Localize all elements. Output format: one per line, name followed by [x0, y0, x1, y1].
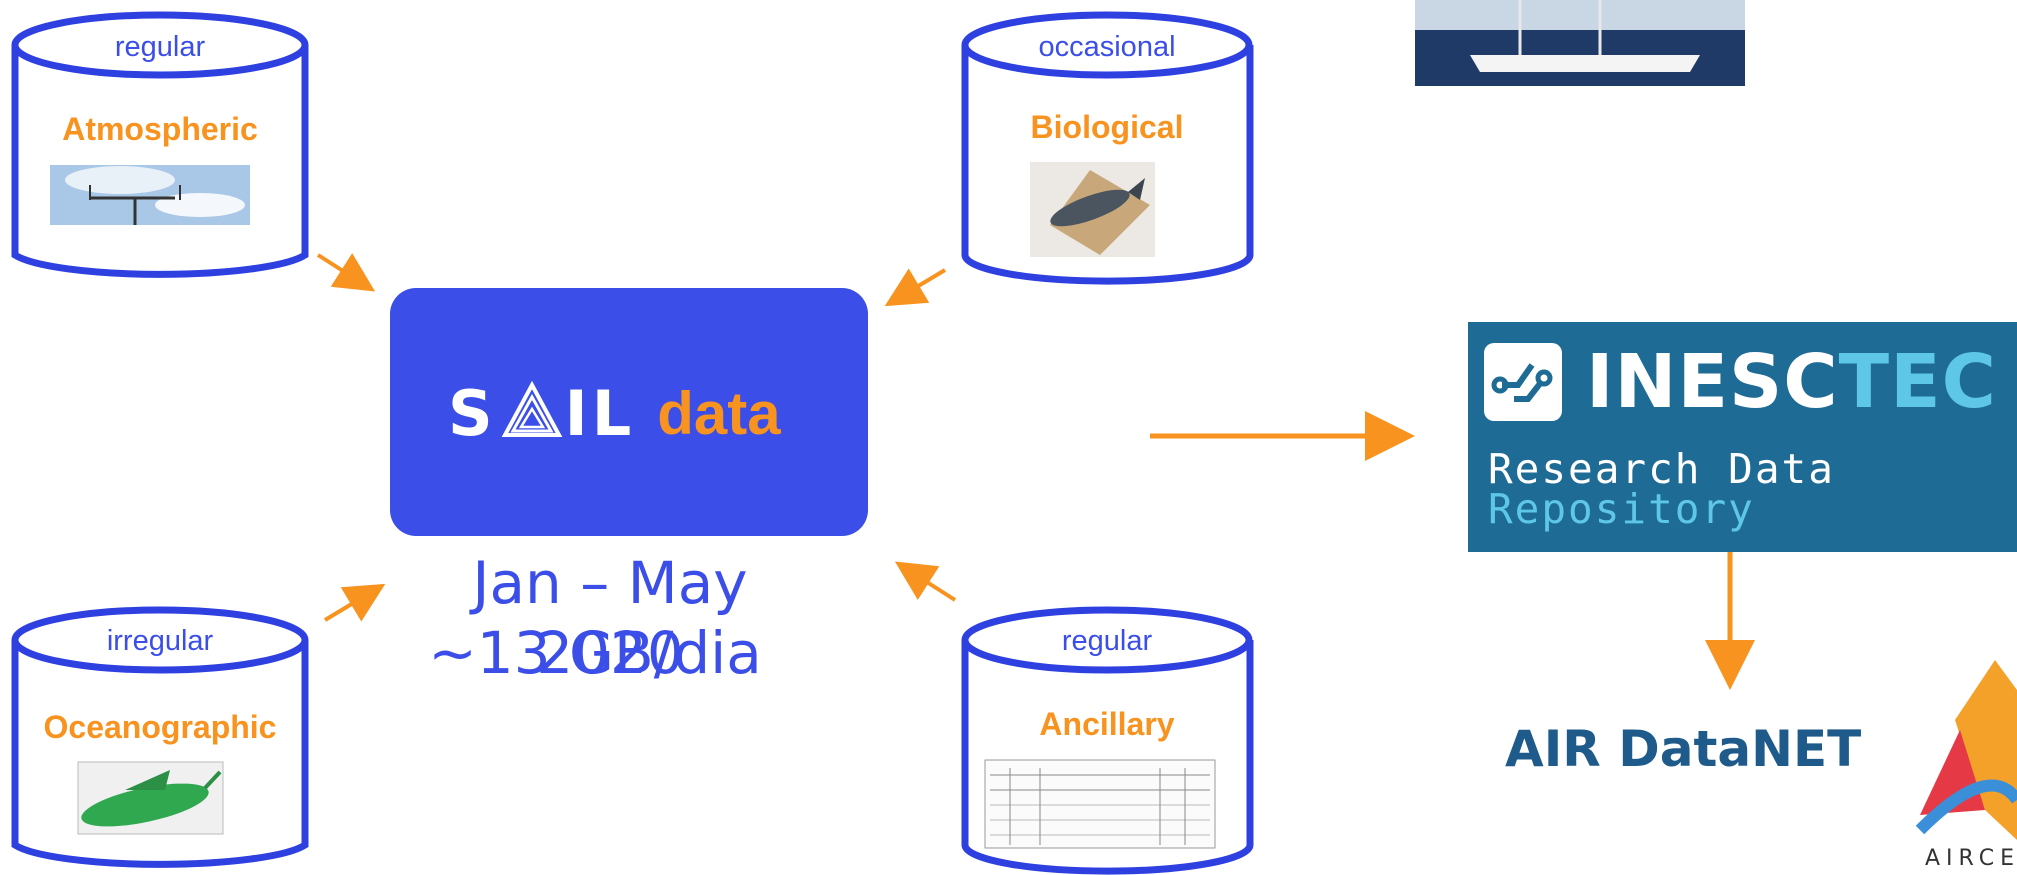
- inesctec-logo: INESC TEC: [1484, 336, 1997, 428]
- arrow-biological-to-hub: [884, 268, 947, 307]
- hub-period: Jan – May 2020: [472, 549, 748, 687]
- source-cylinder-atmospheric: regular Atmospheric: [11, 11, 309, 278]
- source-frequency-label: occasional: [1038, 31, 1175, 63]
- sail-logo: S IL data: [448, 373, 781, 453]
- circuit-icon: [1484, 343, 1562, 421]
- sail-data-hub: S IL data: [390, 288, 868, 536]
- fish-icon: [1030, 162, 1155, 257]
- arrow-ancillary-to-hub: [894, 561, 957, 602]
- source-frequency-label: irregular: [107, 625, 214, 657]
- source-frequency-label: regular: [115, 31, 206, 63]
- weather-station-icon: [50, 165, 250, 225]
- source-cylinder-ancillary: regular Ancillary: [961, 606, 1254, 875]
- source-title-label: Oceanographic: [44, 709, 277, 745]
- glider-icon: [77, 761, 224, 835]
- aircentre-logo-icon: [1915, 660, 2017, 840]
- log-sheet-icon: [984, 759, 1216, 849]
- source-title-label: Ancillary: [1039, 706, 1174, 742]
- source-title-label: Atmospheric: [62, 111, 258, 147]
- source-cylinder-biological: occasional Biological: [961, 11, 1254, 285]
- arrow-atmospheric-to-hub: [316, 253, 376, 292]
- sail-data-word: data: [657, 379, 781, 447]
- air-datanet-label: AIR DataNET: [1505, 720, 1862, 778]
- repository-subtitle-line1: Research Data: [1488, 445, 1835, 493]
- inesctec-name-part1: INESC: [1586, 339, 1839, 425]
- aircentre-label: AIRCE: [1925, 846, 2017, 871]
- hub-rate: ~13 GB/dia: [428, 619, 762, 687]
- source-title-label: Biological: [1031, 109, 1184, 145]
- inesctec-repository: INESC TEC Research Data Repository: [1468, 322, 2017, 552]
- arrow-oceanographic-to-hub: [323, 583, 386, 622]
- source-cylinder-oceanographic: irregular Oceanographic: [11, 606, 309, 868]
- source-frequency-label: regular: [1062, 625, 1153, 657]
- ship-photo: [1415, 0, 1745, 86]
- sail-logo-text: S: [448, 376, 497, 450]
- repository-subtitle-line2: Repository: [1488, 485, 1755, 533]
- inesctec-name-part2: TEC: [1838, 339, 1997, 425]
- sail-triangle-icon: [501, 380, 563, 437]
- sail-logo-text-2: IL: [564, 376, 636, 450]
